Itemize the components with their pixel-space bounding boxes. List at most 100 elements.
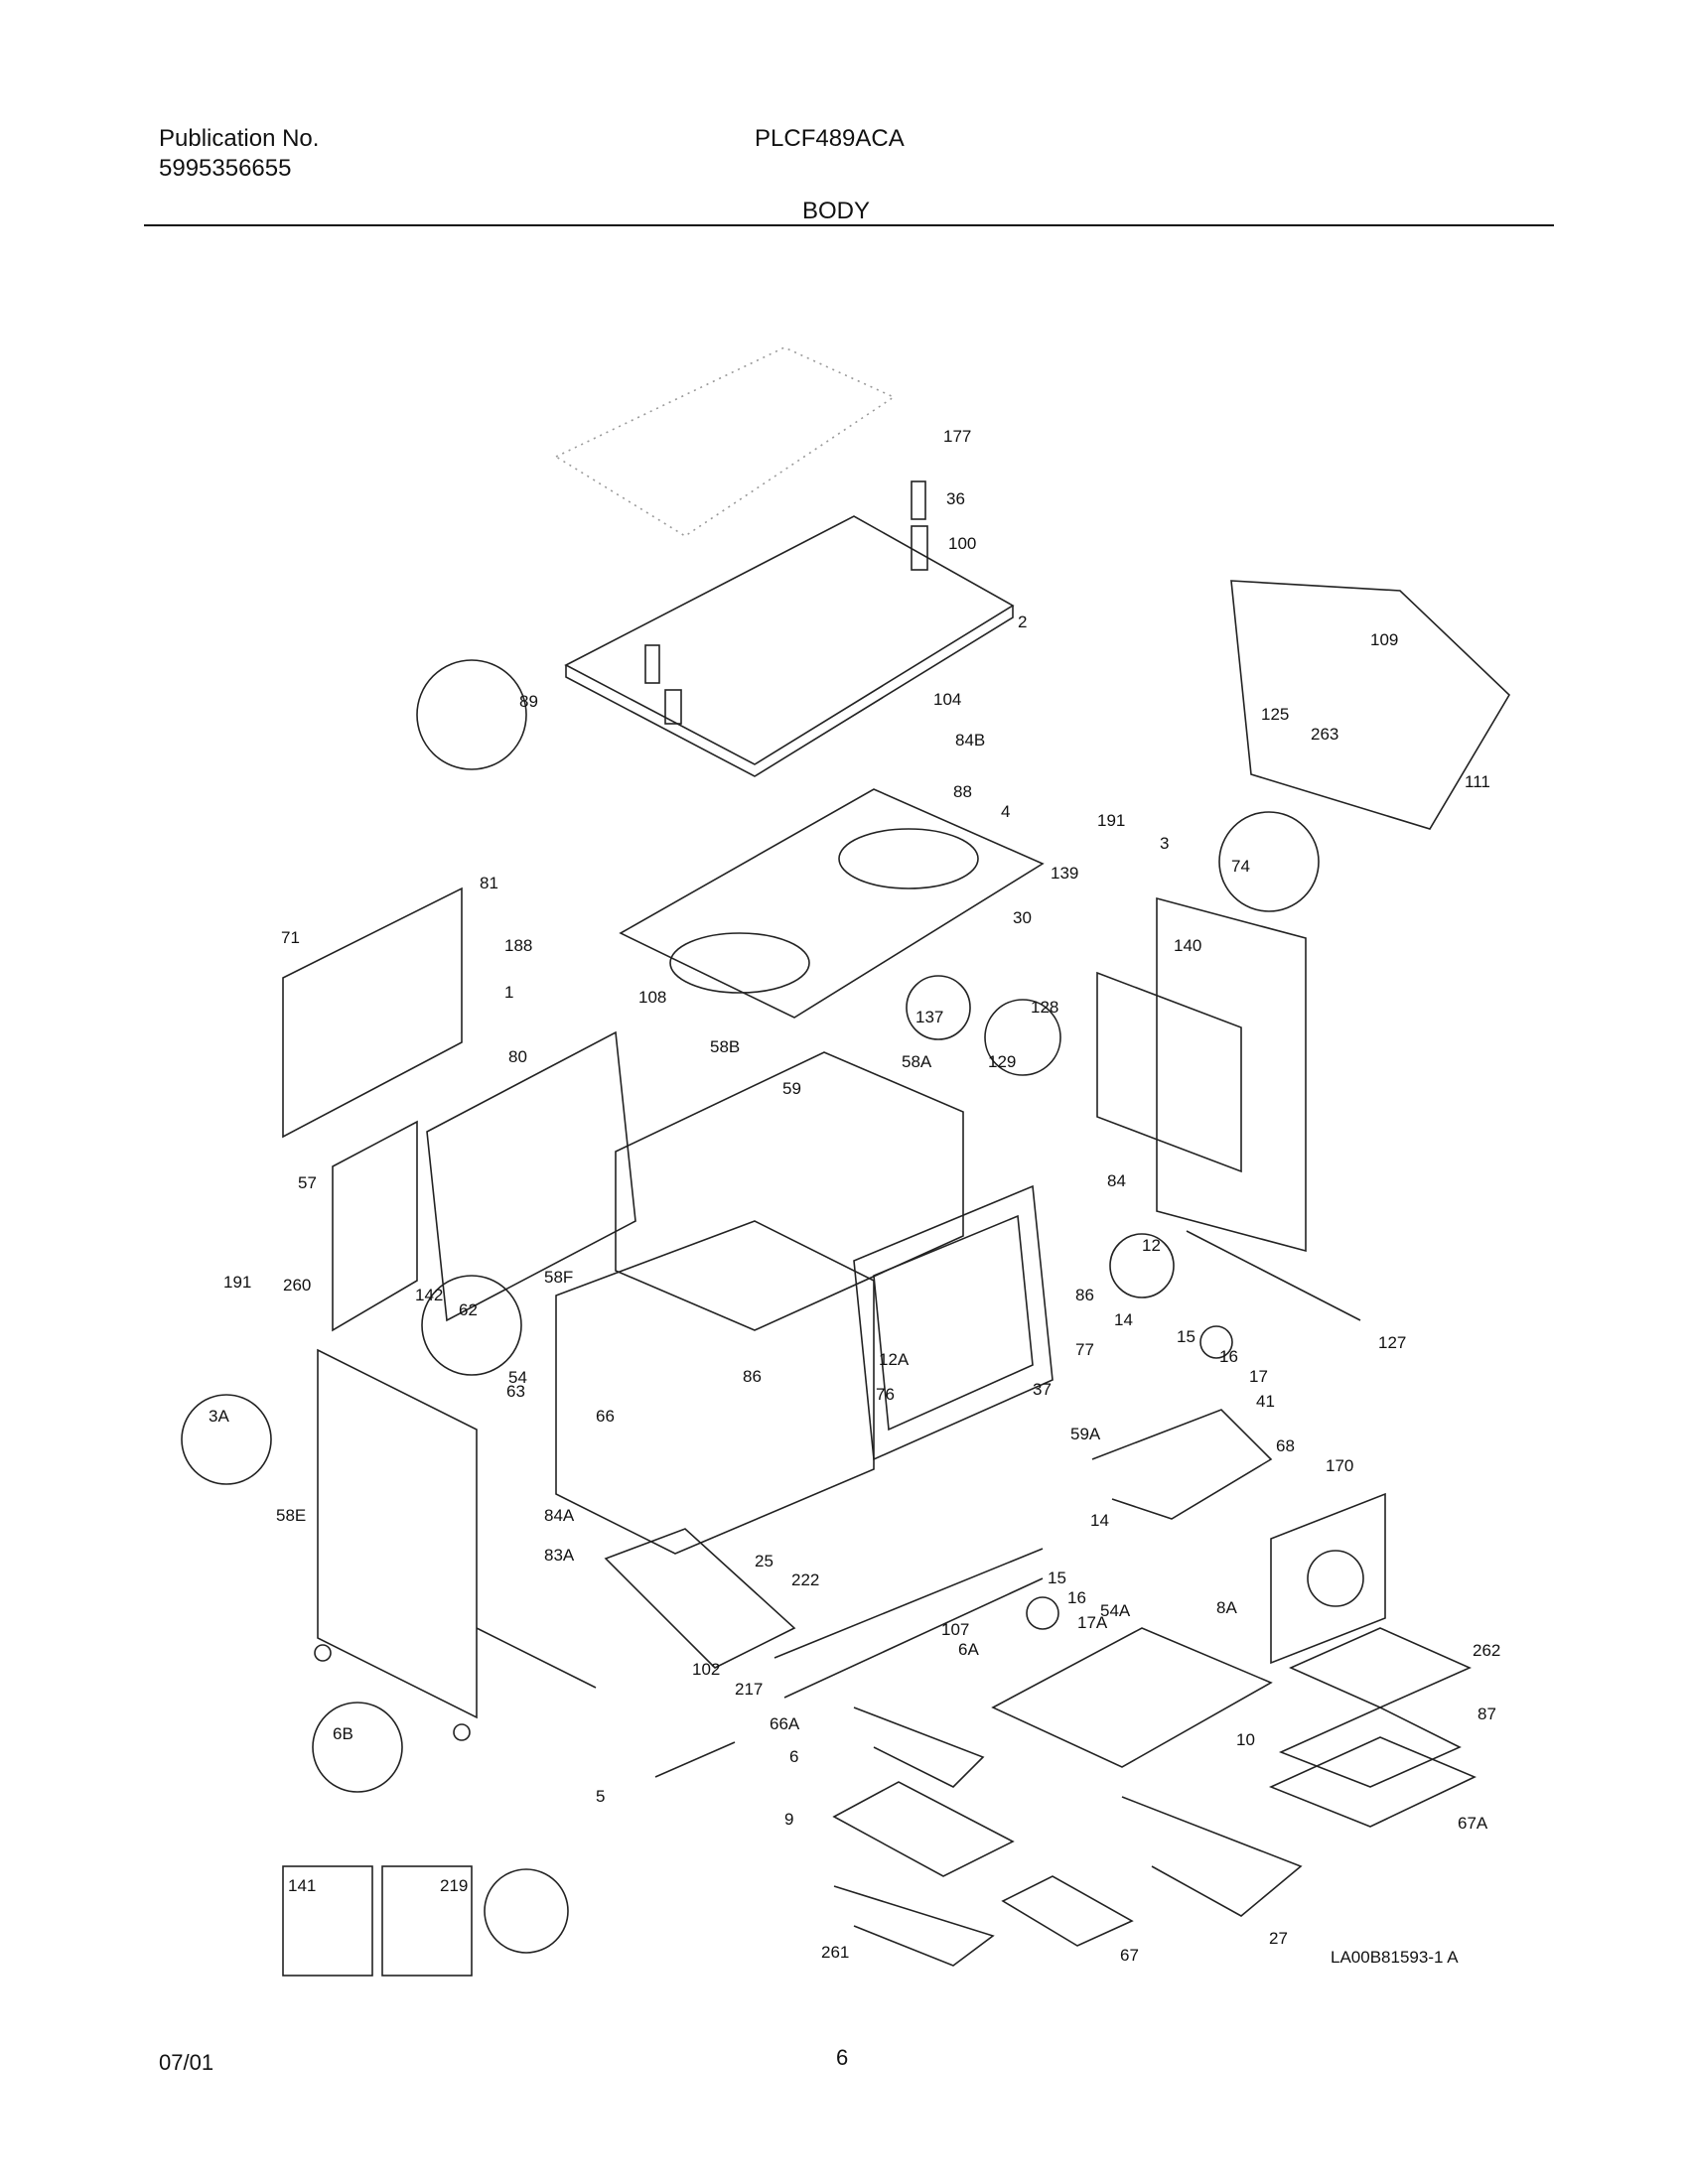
detail-5	[312, 1702, 403, 1793]
header-rule	[144, 224, 1554, 226]
callout-label: 137	[915, 1008, 943, 1026]
rack-6b	[832, 1781, 1015, 1877]
leveling-leg-right	[453, 1723, 471, 1741]
callout-label: 84A	[544, 1506, 575, 1525]
callout-label: 3A	[209, 1407, 229, 1426]
element-66a	[853, 1706, 985, 1788]
lamp-16-lower	[1026, 1596, 1059, 1630]
callout-label: 16	[1067, 1588, 1086, 1607]
callout-label: 5	[596, 1787, 605, 1806]
callout-label: 104	[933, 690, 961, 709]
callout-label: 87	[1477, 1705, 1496, 1723]
callout-label: 191	[1097, 811, 1125, 830]
trim-77-left	[476, 1627, 597, 1689]
detail-27-box	[282, 1865, 373, 1977]
callout-label: 68	[1276, 1436, 1295, 1455]
callout-label: 191	[223, 1273, 251, 1292]
oven-top-panel	[619, 788, 1045, 1019]
lamp-16	[1199, 1325, 1233, 1359]
callout-label: 188	[504, 936, 532, 955]
callout-label: 139	[1051, 864, 1078, 883]
callout-label: 127	[1378, 1333, 1406, 1352]
bracket-100-right	[911, 525, 928, 571]
callout-label: 54A	[1100, 1601, 1131, 1620]
bracket-100-left	[664, 689, 682, 725]
door-frame	[853, 1184, 1054, 1461]
callout-label: 129	[988, 1052, 1016, 1071]
model-number: PLCF489ACA	[755, 125, 905, 152]
rear-cover-107	[1270, 1492, 1386, 1665]
callout-label: 84	[1107, 1171, 1126, 1190]
side-panel	[1156, 896, 1307, 1253]
callout-label: 111	[1465, 772, 1490, 791]
callout-label: 77	[1075, 1340, 1094, 1359]
cooktop-outline	[554, 346, 896, 537]
detail-128-129	[984, 999, 1061, 1076]
detail-219	[484, 1868, 569, 1954]
back-panel	[426, 1030, 636, 1322]
callout-label: 16	[1219, 1347, 1238, 1366]
callout-label: 6B	[333, 1724, 353, 1743]
publication-label: Publication No.	[159, 125, 320, 152]
callout-label: 9	[784, 1810, 793, 1829]
bracket-87	[654, 1741, 736, 1778]
rear-panel	[282, 887, 463, 1139]
detail-137	[906, 975, 971, 1040]
callout-label: 262	[1473, 1641, 1500, 1660]
callout-label: 140	[1174, 936, 1201, 955]
detail-12	[1109, 1233, 1175, 1298]
oven-rack-6a	[1289, 1627, 1472, 1708]
callout-label: 37	[1033, 1380, 1052, 1399]
callout-label: 128	[1031, 998, 1058, 1017]
callout-label: 54	[508, 1368, 527, 1387]
callout-label: 15	[1177, 1327, 1196, 1346]
callout-label: 8A	[1216, 1598, 1237, 1617]
oven-rack-6	[991, 1627, 1273, 1768]
lower-oven-cavity	[555, 1220, 875, 1555]
callout-label: 76	[876, 1385, 895, 1404]
callout-label: 30	[1013, 908, 1032, 927]
callout-label: 14	[1090, 1511, 1109, 1530]
callout-label: 142	[415, 1286, 443, 1304]
callout-label: 86	[1075, 1286, 1094, 1304]
callout-label: 102	[692, 1660, 720, 1679]
upper-oven-cavity	[615, 1051, 964, 1331]
bottom-panel-8a	[604, 1528, 796, 1669]
lower-back-panel	[332, 1120, 418, 1332]
callout-label: 177	[943, 427, 971, 446]
callout-label: 67A	[1458, 1814, 1488, 1833]
detail-170	[181, 1394, 272, 1485]
callout-label: 2	[1018, 613, 1027, 631]
callout-label: 89	[519, 692, 538, 711]
trim-77-right	[1186, 1230, 1361, 1321]
trim-102	[774, 1548, 1044, 1659]
side-panel-left	[317, 1348, 478, 1719]
callout-label: 36	[946, 489, 965, 508]
footer-date: 07/01	[159, 2050, 214, 2075]
callout-label: 63	[506, 1382, 525, 1401]
top-panel	[564, 515, 1015, 765]
callout-label: 263	[1311, 725, 1338, 744]
callout-label: 80	[508, 1047, 527, 1066]
callout-label: 217	[735, 1680, 763, 1699]
callout-label: 66A	[770, 1714, 800, 1733]
callout-label: 25	[755, 1552, 774, 1570]
leveling-leg-left	[314, 1644, 332, 1662]
callout-label: 58E	[276, 1506, 306, 1525]
callout-label: 1	[504, 983, 513, 1002]
bracket-36-left	[644, 644, 660, 684]
callout-label: 27	[1269, 1929, 1288, 1948]
callout-labels: 177 36 100 2 104 84B 88 4 89 191 3 74 12…	[209, 427, 1500, 1965]
pan-261	[1001, 1875, 1134, 1947]
detail-89	[416, 659, 527, 770]
callout-label: 141	[288, 1876, 316, 1895]
callout-label: 109	[1370, 630, 1398, 649]
callout-label: 66	[596, 1407, 615, 1426]
callout-label: 71	[281, 928, 300, 947]
callout-label: 15	[1048, 1569, 1066, 1587]
callout-label: 14	[1114, 1310, 1133, 1329]
callout-label: 67	[1120, 1946, 1139, 1965]
callout-label: 62	[459, 1300, 478, 1319]
callout-label: 6A	[958, 1640, 979, 1659]
